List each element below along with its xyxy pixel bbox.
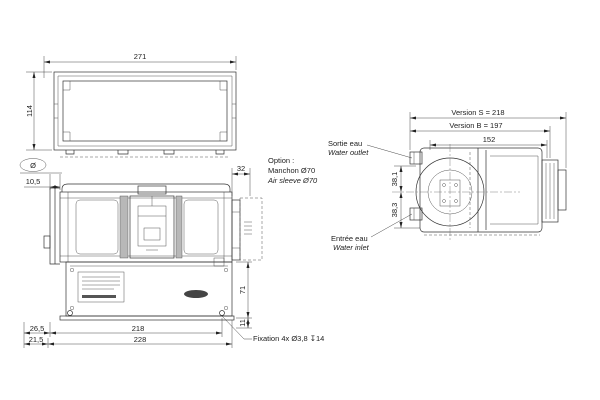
hub-bolt-top-right [454,183,458,187]
side-centerlines [392,144,520,240]
nameplate [77,271,125,303]
dimension-38-1-label: 38,1 [390,172,399,187]
front-view [43,183,241,321]
dimension-26-5-label: 26,5 [30,324,45,333]
side-vertical-extension-lines [394,165,420,229]
left-side-flange [49,187,60,265]
dimension-152-label: 152 [483,135,496,144]
dimension-10-5-label: 10,5 [26,177,41,186]
control-box-screw-top-left [69,267,75,273]
dimension-10-5-extension-lines [20,172,62,190]
left-fan-scroll [75,199,119,255]
dimension-218-label: 218 [132,324,145,333]
option-label-en: Air sleeve Ø70 [267,176,318,185]
left-connector-stub [43,235,51,249]
dimension-114: 114 [25,71,52,151]
water-inlet-stub [409,207,423,221]
air-sleeve-ribs [244,221,252,235]
motor-mount-tab [557,169,567,211]
option-note: Option : Manchon Ø70 Air sleeve Ø70 [267,156,318,185]
dimension-11-label: 11 [238,319,247,327]
bottom-dimensions: 26,5 218 21,5 228 [23,318,233,348]
nameplate-lines [82,276,120,290]
nameplate-model-marking [82,295,116,298]
dimension-32-label: 32 [237,164,245,173]
dimension-version-b-label: Version B = 197 [449,121,502,130]
dimension-114-label: 114 [25,105,34,117]
motor-cooling-fins [545,163,555,219]
housing-panel-lines [490,155,539,225]
top-view-edge-details [54,75,236,147]
motor-details [138,196,166,251]
water-outlet-callout: Sortie eau Water outlet [328,139,413,159]
housing-walls [477,148,487,232]
water-inlet-callout: Entrée eau Water inlet [331,213,413,252]
right-scroll-shading [175,195,183,259]
dimension-271-label: 271 [134,52,147,61]
dimension-10-5: 10,5 [20,172,62,190]
dimension-71-11: 71 11 [236,261,252,329]
side-vertical-dimensions: 38,1 38,3 [390,165,420,229]
top-view-outline [53,71,237,151]
diameter-symbol-callout: Ø [19,158,47,172]
fixation-note: Fixation 4x Ø3,8 ↧14 [253,334,324,343]
option-title: Option : [268,156,294,165]
dimension-271: 271 [43,52,237,78]
control-box-screw-top-right [223,267,229,273]
right-fan-scroll [183,199,219,255]
hub-bolt-top-left [442,183,446,187]
diameter-symbol-frame [19,158,47,172]
water-inlet-leader [370,213,413,238]
diameter-symbol: Ø [30,161,36,170]
control-box-slot [213,257,225,267]
top-view-corner-details [63,81,227,141]
dimension-228-label: 228 [134,335,147,344]
air-sleeve-hidden-outline [239,197,263,261]
dimension-271-extension-lines [43,56,237,78]
bottom-rail [59,315,235,321]
water-connector-block [231,199,241,261]
fixation-leader [221,315,252,340]
control-box-screw-bottom-left [69,305,75,311]
blower-top-outline [61,183,231,192]
control-box-screw-bottom-right [223,305,229,311]
water-connector-details [232,211,240,249]
side-top-dimensions: Version S = 218 Version B = 197 152 [409,108,567,168]
option-label-fr: Manchon Ø70 [268,166,315,175]
side-view [392,144,567,240]
left-scroll-shading [119,195,129,259]
fixation-callout: Fixation 4x Ø3,8 ↧14 [221,315,324,343]
fixation-hole-left [67,310,73,316]
dimension-32: 32 [231,164,251,196]
dimension-38-3-label: 38,3 [390,203,399,218]
water-outlet-label-en: Water outlet [328,148,369,157]
top-view [53,71,237,158]
motor-clamp [137,185,167,195]
dimension-114-extension-lines [26,71,52,151]
dimension-version-s-label: Version S = 218 [451,108,504,117]
water-inlet-label-fr: Entrée eau [331,234,368,243]
brand-logo [184,290,208,298]
air-sleeve-option-outline [239,197,263,261]
top-view-feet [65,150,225,155]
top-view-inner-frame [62,80,228,142]
side-housing-outline [419,147,543,233]
dimension-21-5-label: 21,5 [29,335,44,344]
water-outlet-leader [366,144,413,159]
water-outlet-label-fr: Sortie eau [328,139,362,148]
motor-connector [143,227,161,241]
hub-bolt-bottom-left [442,199,446,203]
blower-housing [59,191,233,263]
housing-internal-walls [60,192,232,262]
water-inlet-label-en: Water inlet [333,243,370,252]
hub-bolt-bottom-right [454,199,458,203]
fixation-hole-right [219,310,225,316]
dimension-71-label: 71 [238,286,247,294]
side-hidden-lines [424,152,540,236]
water-outlet-stub [409,151,423,165]
